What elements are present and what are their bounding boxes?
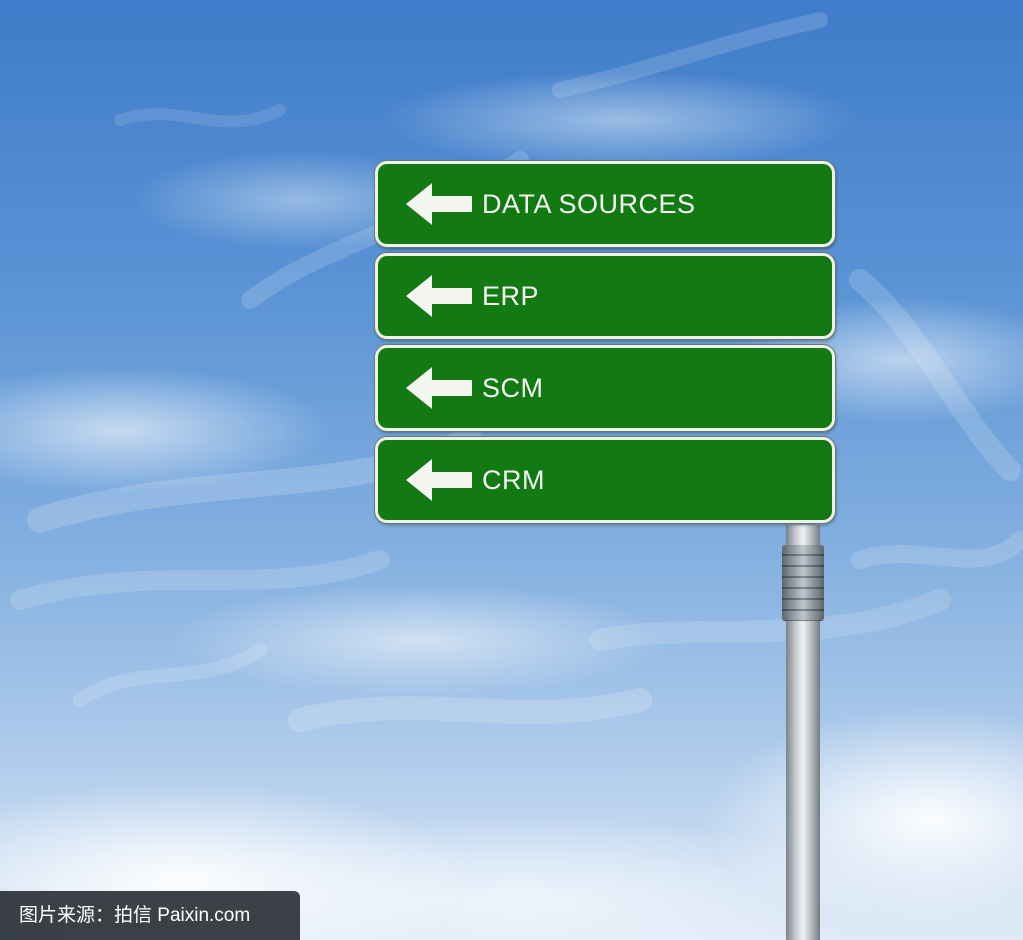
sign-label: ERP xyxy=(482,281,540,311)
arrow-left-icon xyxy=(406,459,472,501)
sign-crm: CRM xyxy=(375,437,835,523)
arrow-left-icon xyxy=(406,367,472,409)
sign-scm: SCM xyxy=(375,345,835,431)
sign-data-sources: DATA SOURCES xyxy=(375,161,835,247)
arrow-left-icon xyxy=(406,183,472,225)
sign-label: CRM xyxy=(482,465,545,495)
sign-label: DATA SOURCES xyxy=(482,189,696,219)
watermark-banner: 图片来源：拍信 Paixin.com xyxy=(0,891,300,940)
pole-clamp xyxy=(782,545,824,621)
road-sign-stack: DATA SOURCES ERP SCM CRM xyxy=(375,161,835,529)
arrow-left-icon xyxy=(406,275,472,317)
sign-erp: ERP xyxy=(375,253,835,339)
sign-label: SCM xyxy=(482,373,544,403)
